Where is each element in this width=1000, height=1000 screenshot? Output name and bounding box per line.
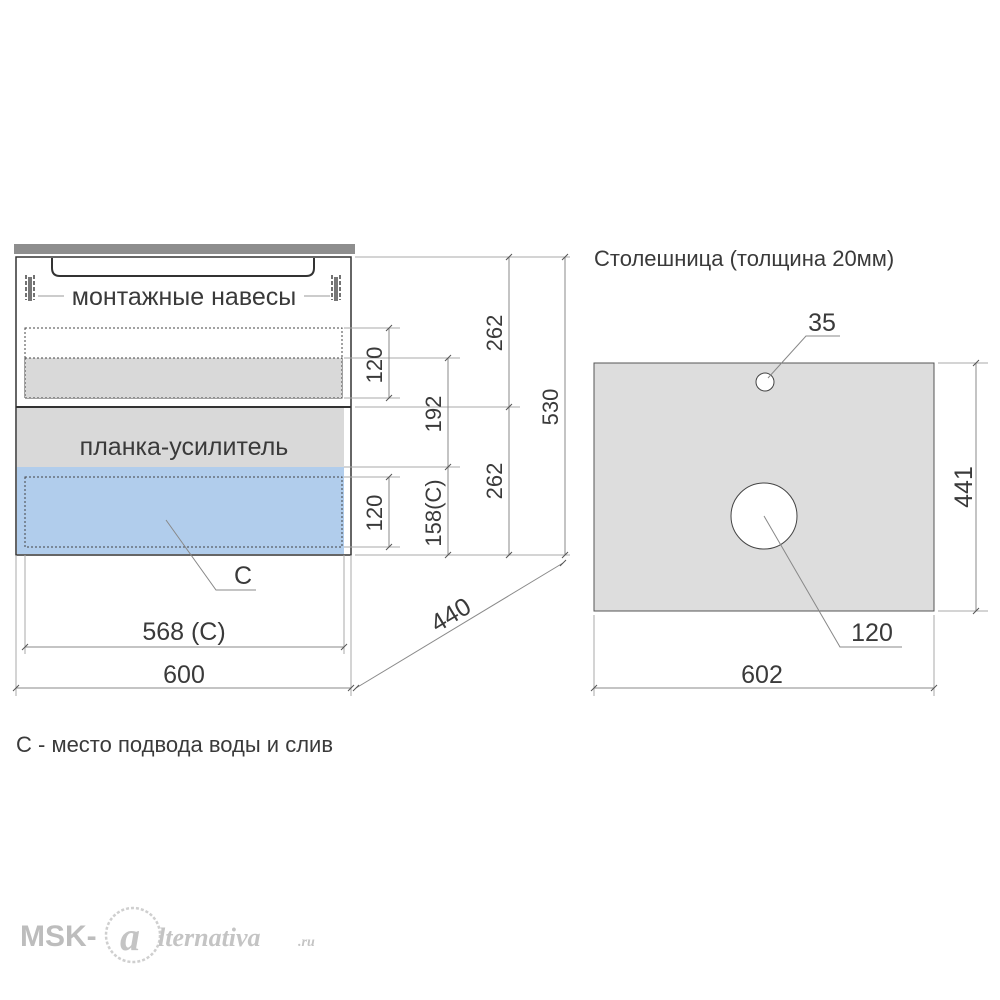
dim-top-602: 602 bbox=[741, 661, 783, 689]
dimension-ticks bbox=[12, 253, 980, 692]
dim-tick-4 bbox=[385, 473, 393, 481]
dim-tick-3 bbox=[444, 463, 452, 471]
top-drawer-handle bbox=[51, 258, 315, 277]
dim-tick-17 bbox=[972, 607, 980, 615]
svg-text:MSK-: MSK- bbox=[20, 920, 97, 953]
countertop-strip bbox=[14, 244, 355, 254]
brand-logo: MSK- a lternativa .ru bbox=[20, 906, 315, 964]
dim-tick-0 bbox=[385, 324, 393, 332]
dim-tick-18 bbox=[590, 684, 598, 692]
dim-tick-14 bbox=[12, 684, 20, 692]
drain-hole-leader bbox=[763, 515, 902, 648]
dim-top-262: 262 bbox=[482, 315, 507, 352]
legend-text: С - место подвода воды и слив bbox=[16, 732, 333, 757]
dim-tick-15 bbox=[347, 684, 355, 692]
hanger-right-icon bbox=[331, 275, 341, 301]
dim-tick-19 bbox=[930, 684, 938, 692]
svg-text:a: a bbox=[120, 914, 140, 959]
dim-depth-440: 440 bbox=[426, 592, 476, 637]
tap-hole-dim: 35 bbox=[808, 309, 836, 337]
dim-tick-11 bbox=[561, 551, 569, 559]
dim-tick-12 bbox=[21, 643, 29, 651]
dim-600: 600 bbox=[163, 661, 205, 689]
dim-tick-7 bbox=[505, 253, 513, 261]
dim-tick-5 bbox=[385, 543, 393, 551]
dim-192: 192 bbox=[421, 396, 446, 433]
dim-tick-21 bbox=[559, 559, 567, 567]
hangers-label: монтажные навесы bbox=[72, 283, 296, 311]
dim-bottom-262: 262 bbox=[482, 463, 507, 500]
countertop-title: Столешница (толщина 20мм) bbox=[594, 246, 894, 271]
dim-tick-9 bbox=[505, 551, 513, 559]
dim-lower-120: 120 bbox=[362, 495, 387, 532]
dim-530: 530 bbox=[538, 389, 563, 426]
tap-hole bbox=[755, 372, 775, 392]
brace-label: планка-усилитель bbox=[80, 433, 289, 461]
dim-tick-16 bbox=[972, 359, 980, 367]
dim-top-441: 441 bbox=[950, 466, 978, 508]
drain-hole-dim: 120 bbox=[851, 619, 893, 647]
brace-band bbox=[17, 408, 344, 467]
c-label: С bbox=[234, 562, 252, 590]
dim-tick-20 bbox=[352, 684, 360, 692]
dim-tick-8 bbox=[505, 403, 513, 411]
c-leader bbox=[165, 519, 256, 591]
dim-tick-2 bbox=[444, 354, 452, 362]
service-zone-dotted bbox=[24, 476, 343, 548]
tap-hole-leader bbox=[767, 335, 840, 379]
top-drawer-grey-band bbox=[24, 357, 343, 399]
hanger-left-icon bbox=[25, 275, 35, 301]
dim-tick-6 bbox=[444, 551, 452, 559]
dim-tick-13 bbox=[340, 643, 348, 651]
dim-158c: 158(С) bbox=[421, 479, 446, 546]
svg-text:.ru: .ru bbox=[298, 935, 315, 950]
svg-text:lternativa: lternativa bbox=[158, 923, 261, 952]
dim-tick-10 bbox=[561, 253, 569, 261]
dim-upper-120: 120 bbox=[362, 347, 387, 384]
dim-tick-1 bbox=[385, 394, 393, 402]
dim-568c: 568 (С) bbox=[142, 618, 225, 646]
logo-mark-icon bbox=[104, 906, 162, 964]
